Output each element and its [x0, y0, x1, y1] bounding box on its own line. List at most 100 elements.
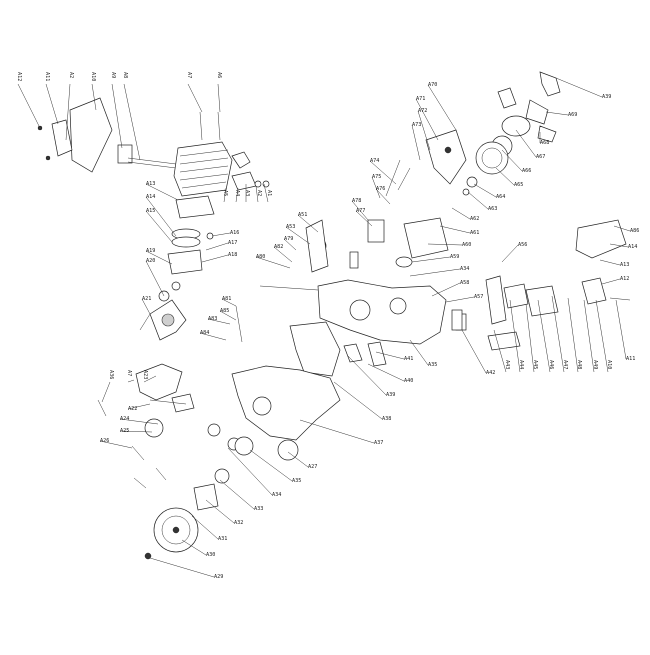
tank-handle [231, 365, 341, 441]
callout-label: A75 [372, 174, 381, 180]
callout-label: A60 [462, 242, 471, 248]
callout-label: A86 [630, 228, 639, 234]
callout-leader [255, 185, 259, 203]
callout-label: A51 [298, 212, 307, 218]
callout-label: A1 [266, 190, 272, 196]
intake-boot [144, 418, 164, 438]
callout-label: A33 [254, 506, 263, 512]
callout-label: A7 [126, 370, 132, 376]
callout-leader [119, 418, 159, 425]
callout: A37 [299, 419, 383, 446]
callout: A19 [145, 248, 173, 265]
callout-leader [467, 191, 489, 210]
callout: A20 [145, 258, 165, 297]
callout-leader [111, 83, 123, 149]
callout-label: A20 [146, 258, 155, 264]
callout: A42 [461, 329, 495, 376]
callout: A13 [599, 259, 629, 268]
screw [97, 399, 107, 417]
bar-nut [581, 277, 607, 305]
callout: A56 [501, 242, 527, 263]
callout-label: A69 [568, 112, 577, 118]
callout: A1 [263, 183, 272, 203]
callout: A14 [145, 194, 177, 237]
callout: A73 [411, 122, 421, 161]
callout-label: A62 [470, 216, 479, 222]
callout: A49 [583, 299, 598, 373]
callout-leader [351, 200, 369, 221]
callout-leader [201, 254, 229, 263]
cylinder-group [158, 111, 270, 302]
callout-leader [287, 451, 309, 468]
callout-leader [297, 214, 319, 233]
callout: A43 [493, 329, 510, 373]
callout-label: A38 [382, 416, 391, 422]
callout-leader [123, 83, 141, 161]
callout: A2 [65, 72, 74, 141]
clutch-group [462, 71, 561, 196]
callout: A60 [427, 242, 471, 248]
oil-seal [451, 309, 463, 331]
oil-pump [403, 217, 449, 259]
callout: A45 [525, 303, 538, 373]
cylinder-gasket [175, 195, 215, 219]
callout-label: A10 [90, 72, 96, 81]
callout: A34 [227, 447, 281, 498]
callout: A51 [297, 212, 319, 233]
callout-leader [127, 403, 151, 410]
callout: A72 [417, 108, 431, 151]
callout-label: A70 [428, 82, 437, 88]
fuel-line [149, 399, 187, 405]
callout: A78 [351, 198, 369, 221]
clutch-shoe [537, 125, 557, 143]
callout: A32 [205, 499, 243, 526]
callout-label: A40 [404, 378, 413, 384]
callout: A21 [141, 296, 151, 315]
callout-leader [99, 440, 133, 449]
callout-leader [415, 98, 439, 141]
crankcase-bore [389, 297, 407, 315]
callout-label: A56 [518, 242, 527, 248]
callout-leader [613, 225, 631, 232]
callout: A7 [126, 370, 135, 383]
crankshaft-group [139, 299, 187, 341]
callout-leader [207, 318, 231, 325]
callout-leader [101, 381, 111, 403]
callout: A36 [101, 370, 114, 403]
crankcase-cover [289, 321, 341, 377]
callout-label: A6 [216, 72, 222, 78]
callout-leader [567, 297, 579, 373]
callout-label: A43 [504, 360, 510, 369]
callout-leader [187, 83, 203, 113]
callout: A35 [249, 449, 301, 484]
clutch-hub [525, 99, 549, 125]
callout: A46 [537, 299, 554, 373]
callout-leader [515, 129, 537, 158]
piston-pin [171, 281, 181, 291]
callout-leader [545, 111, 569, 116]
callout-label: A35 [292, 478, 301, 484]
callout-label: A64 [496, 194, 505, 200]
clutch-shoe [539, 71, 561, 97]
spring-clip [349, 251, 359, 269]
callout-leader [333, 381, 383, 420]
callout-label: A47 [562, 360, 568, 369]
callout-label: A12 [16, 72, 22, 81]
callout-leader [609, 243, 629, 248]
callout-leader [347, 355, 387, 396]
callout: A59 [411, 254, 459, 263]
callout-leader [445, 296, 475, 303]
callout-label: A12 [620, 276, 629, 282]
guide-line [259, 285, 319, 291]
callout-leader [217, 83, 221, 113]
callout-leader [411, 124, 421, 161]
crankcase-bore [349, 299, 371, 321]
callout-leader [501, 149, 523, 172]
callout-label: A34 [272, 492, 281, 498]
callout: A34 [409, 266, 469, 277]
callout-leader [283, 238, 297, 251]
callout: A48 [567, 297, 582, 373]
callout-label: A11 [626, 356, 635, 362]
callout-leader [495, 167, 515, 186]
callout: A79 [283, 236, 297, 251]
